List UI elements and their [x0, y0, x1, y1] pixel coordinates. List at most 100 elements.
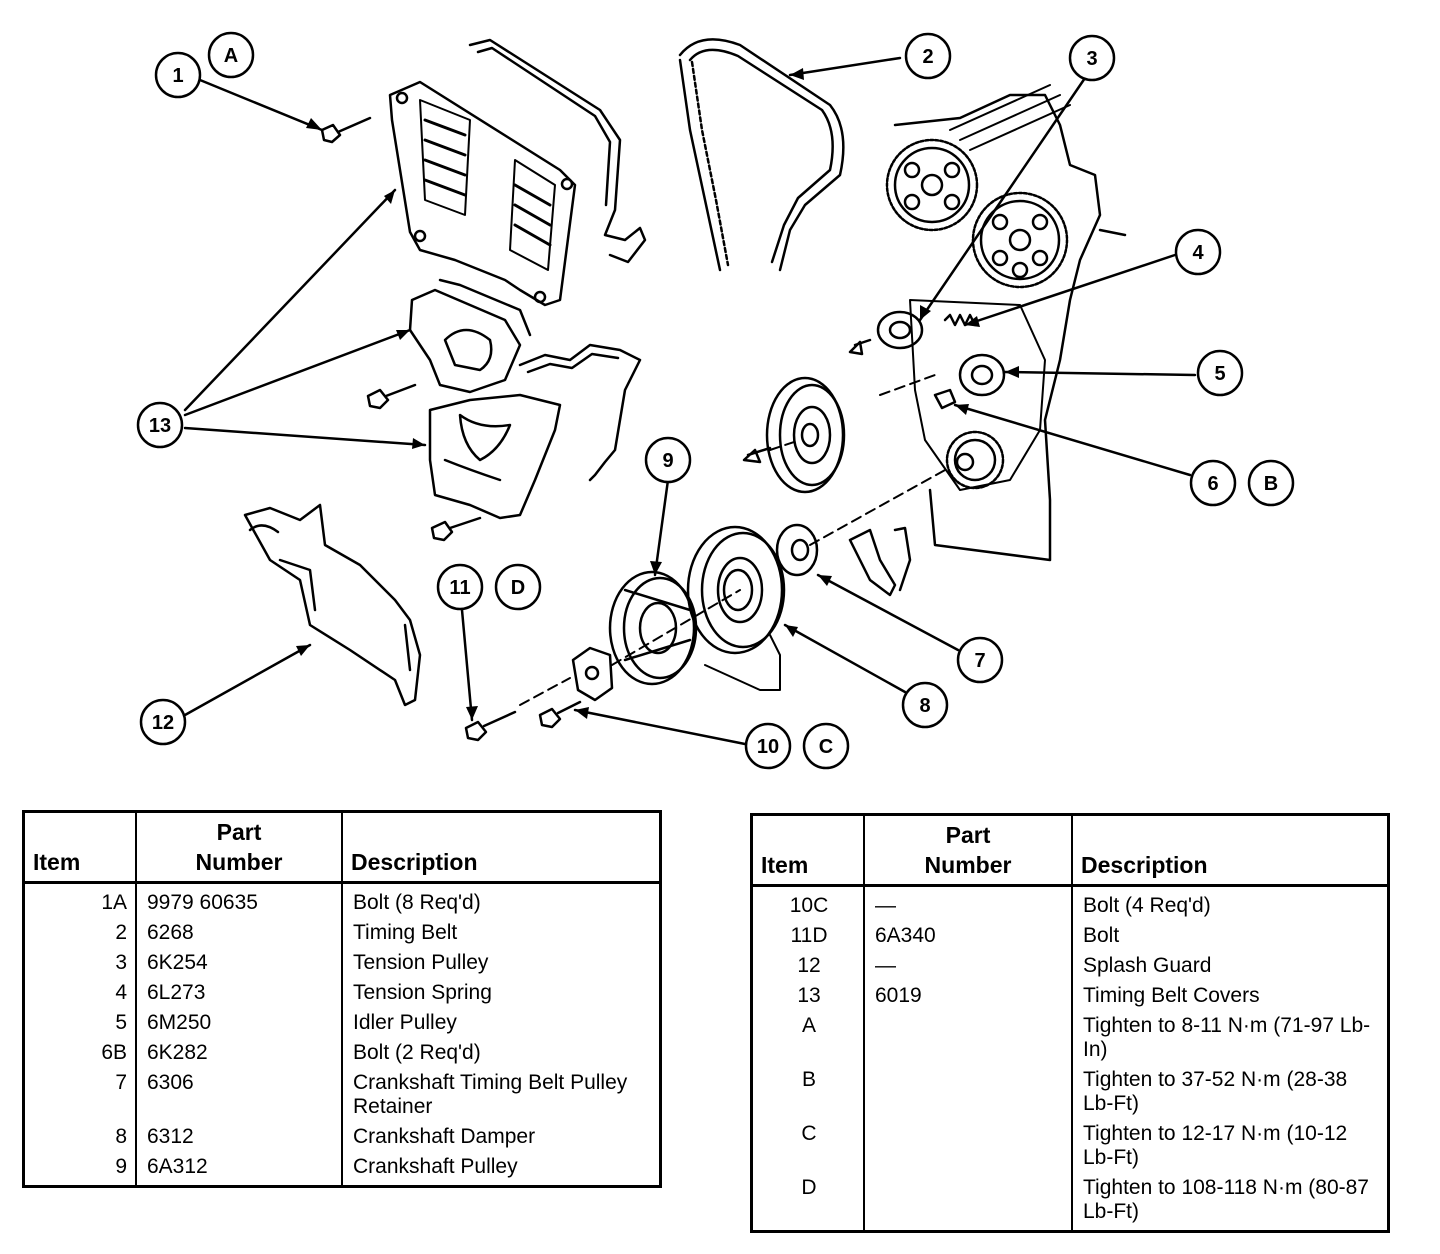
callout-11: 11 [449, 577, 470, 599]
camshaft-sprocket-left [885, 138, 979, 232]
cell-item: C [801, 1122, 817, 1145]
cell-part: — [863, 885, 1072, 921]
bolt-cover-lower [430, 516, 482, 542]
splash-guard [243, 503, 422, 707]
crankshaft-sprocket [945, 430, 1005, 490]
front-pulley [742, 376, 846, 494]
cell-item: B [801, 1068, 816, 1091]
engine-block [893, 84, 1127, 562]
header-part-line2: Number [195, 849, 283, 875]
callout-labels: 1 A 2 3 4 5 6 B 7 8 9 10 C 11 D 12 13 [149, 45, 1278, 758]
exploded-view-diagram: 1 A 2 3 4 5 6 B 7 8 9 10 C 11 D 12 13 [136, 31, 1295, 770]
bolt-cover-middle [366, 383, 417, 410]
bolt-10c [538, 700, 582, 729]
cell-desc: Tighten to 37-52 N·m (28-38 Lb-Ft) [1071, 1065, 1387, 1119]
crank-belt-segment [848, 526, 912, 597]
cell-part: 6306 [135, 1068, 342, 1122]
hub-plate [571, 646, 614, 702]
callout-3: 3 [1086, 48, 1097, 70]
cell-desc: Bolt (2 Req'd) [341, 1038, 659, 1068]
cell-part: 6A340 [863, 921, 1072, 951]
alignment-lines [519, 374, 946, 706]
cell-part: 6019 [863, 981, 1072, 1011]
middle-timing-belt-cover [408, 278, 532, 394]
cell-item: 12 [797, 954, 821, 977]
cell-item: 2 [115, 921, 127, 944]
callout-circles [136, 31, 1295, 770]
lower-timing-belt-cover [428, 393, 562, 520]
crankshaft-damper [686, 525, 786, 691]
bolt-6b [933, 388, 957, 410]
cell-part: 6312 [135, 1122, 342, 1152]
callout-5: 5 [1214, 363, 1225, 385]
header-part-line1: Part [945, 822, 991, 848]
cell-part: 6M250 [135, 1008, 342, 1038]
table-row: 12 —Splash Guard [753, 951, 1387, 981]
callout-9: 9 [662, 450, 673, 472]
cell-desc: Timing Belt [341, 918, 659, 948]
cell-item: D [801, 1176, 817, 1199]
callout-13: 13 [149, 415, 171, 437]
cell-part: 6268 [135, 918, 342, 948]
cell-desc: Timing Belt Covers [1071, 981, 1387, 1011]
cell-item: 11D [790, 924, 828, 947]
bolt-11d [464, 710, 517, 742]
callout-8: 8 [919, 695, 930, 717]
callout-7: 7 [974, 650, 985, 672]
arrowheads [296, 68, 1019, 720]
cell-part: — [863, 951, 1072, 981]
cell-desc: Tension Spring [341, 978, 659, 1008]
cell-desc: Tighten to 108-118 N·m (80-87 Lb-Ft) [1071, 1173, 1387, 1230]
cell-item: 7 [115, 1071, 127, 1094]
header-description: Description [341, 813, 659, 884]
camshaft-sprocket-right [971, 191, 1069, 289]
cell-part [863, 1065, 1072, 1119]
lower-cover-gasket [518, 343, 642, 482]
cell-item: 4 [115, 981, 127, 1004]
callout-2: 2 [922, 46, 933, 68]
callout-C: C [819, 736, 833, 758]
cell-desc: Bolt (4 Req'd) [1071, 885, 1387, 921]
cell-desc: Idler Pulley [341, 1008, 659, 1038]
cell-part [863, 1173, 1072, 1230]
cell-part [863, 1119, 1072, 1173]
crankshaft-pulley-retainer [775, 523, 819, 577]
table-row: B Tighten to 37-52 N·m (28-38 Lb-Ft) [753, 1065, 1387, 1119]
table-row: 10C—Bolt (4 Req'd) [753, 885, 1387, 921]
cell-item: 5 [115, 1011, 127, 1034]
tension-pulley [848, 310, 924, 356]
callout-1: 1 [172, 65, 183, 87]
header-item: Item [25, 813, 136, 884]
cell-part: 9979 60635 [135, 882, 342, 918]
cell-desc: Splash Guard [1071, 951, 1387, 981]
callout-4: 4 [1192, 242, 1204, 264]
upper-timing-belt-cover [388, 80, 577, 307]
leader-lines [183, 56, 1197, 746]
header-item: Item [753, 816, 864, 887]
cell-desc: Tighten to 8-11 N·m (71-97 Lb-In) [1071, 1011, 1387, 1065]
cell-item: 3 [115, 951, 127, 974]
cell-desc: Tension Pulley [341, 948, 659, 978]
timing-belt [678, 38, 845, 272]
cell-desc: Bolt [1071, 921, 1387, 951]
cell-desc: Crankshaft Pulley [341, 1152, 659, 1185]
cell-part: 6L273 [135, 978, 342, 1008]
cell-item: 9 [115, 1155, 127, 1178]
callout-D: D [511, 577, 525, 599]
cell-part: 6K282 [135, 1038, 342, 1068]
